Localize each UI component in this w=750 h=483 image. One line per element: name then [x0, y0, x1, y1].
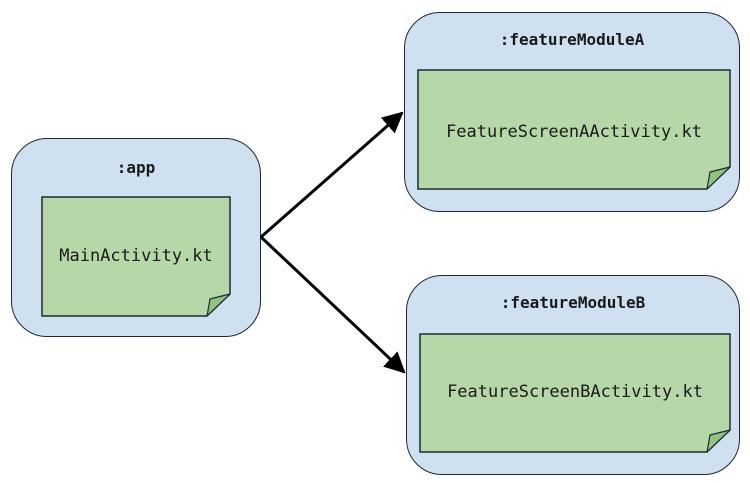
feature-screen-b-activity-file: FeatureScreenBActivity.kt: [419, 333, 731, 453]
note-icon: [419, 333, 731, 453]
app-module-title: :app: [116, 158, 156, 177]
app-module: :app MainActivity.kt: [11, 138, 261, 337]
arrow-app-to-feature-a: [260, 111, 404, 239]
note-icon: [417, 69, 731, 190]
main-activity-file: MainActivity.kt: [41, 196, 231, 317]
feature-screen-b-activity-label: FeatureScreenBActivity.kt: [447, 382, 703, 402]
feature-screen-a-activity-file: FeatureScreenAActivity.kt: [417, 69, 731, 190]
main-activity-label: MainActivity.kt: [59, 246, 213, 266]
feature-screen-a-activity-label: FeatureScreenAActivity.kt: [446, 122, 702, 142]
feature-module-b: :featureModuleB FeatureScreenBActivity.k…: [406, 275, 740, 475]
feature-module-a-title: :featureModuleA: [499, 30, 645, 49]
feature-module-b-title: :featureModuleB: [500, 293, 646, 312]
note-icon: [41, 196, 231, 317]
feature-module-a: :featureModuleA FeatureScreenAActivity.k…: [404, 12, 740, 212]
arrow-app-to-feature-b: [259, 235, 406, 374]
